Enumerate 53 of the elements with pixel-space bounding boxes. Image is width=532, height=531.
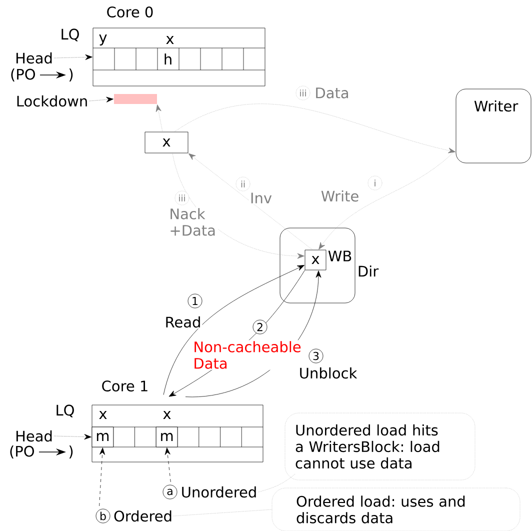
arrow [318, 150, 456, 250]
load-label: Ordered [114, 510, 172, 522]
step-number: iii [296, 86, 310, 100]
lockdown-bar [114, 94, 157, 104]
queue-entry-cell: m [156, 426, 178, 448]
arrow [156, 104, 163, 132]
leader-line [258, 474, 295, 492]
cell-text: ) [69, 68, 73, 82]
step-number: ii [236, 176, 250, 192]
step-number: 2 [252, 320, 268, 334]
arrow [188, 153, 313, 250]
arrow [54, 434, 92, 440]
step-number: iii [174, 190, 190, 206]
edge-label: Read [164, 315, 202, 329]
cell-text: (PO [11, 68, 35, 82]
arrow [172, 153, 304, 259]
arrow [99, 448, 106, 506]
edge-label: Unblock [298, 366, 358, 380]
pointer-label: Head [16, 52, 52, 64]
cell-text: y [99, 34, 107, 46]
step-number: a [162, 484, 178, 500]
node-label: Dir [358, 265, 379, 277]
step-number: 1 [188, 294, 202, 308]
load-label: Unordered [182, 486, 256, 498]
side-label: LQ [56, 404, 74, 418]
arrow [89, 96, 114, 102]
pointer-label: Head [16, 430, 52, 442]
arrow [164, 448, 171, 482]
side-label: WB [328, 250, 352, 262]
arrow [174, 104, 456, 154]
heading: Core 0 [107, 6, 153, 18]
leader-line [174, 509, 272, 516]
buffer-entry-box: x [304, 250, 326, 270]
queue-entry-cell: m [92, 426, 114, 448]
side-label: x [99, 411, 107, 419]
edge-label: Write [320, 189, 360, 203]
cell-text: x [166, 36, 174, 44]
writer-box: Writer [456, 88, 532, 164]
cell-text: (PO [10, 446, 34, 458]
cell-text: ) [69, 446, 73, 458]
edge-label: Inv [248, 192, 274, 204]
step-number: 3 [308, 348, 324, 364]
step-number: i [368, 176, 382, 190]
callout-bubble: Ordered load: uses and discards data [272, 488, 520, 531]
heading: Core 1 [102, 380, 148, 392]
edge-label: Data [314, 86, 350, 100]
callout-bubble: Unordered load hits a WritersBlock: load cannot use data [284, 412, 476, 480]
step-number: b [96, 508, 110, 524]
lockdown-label: Lockdown [17, 95, 87, 107]
cell-text: h [164, 53, 172, 64]
side-label: x [163, 411, 171, 419]
arrow [54, 54, 92, 60]
side-label: LQ [62, 28, 79, 42]
